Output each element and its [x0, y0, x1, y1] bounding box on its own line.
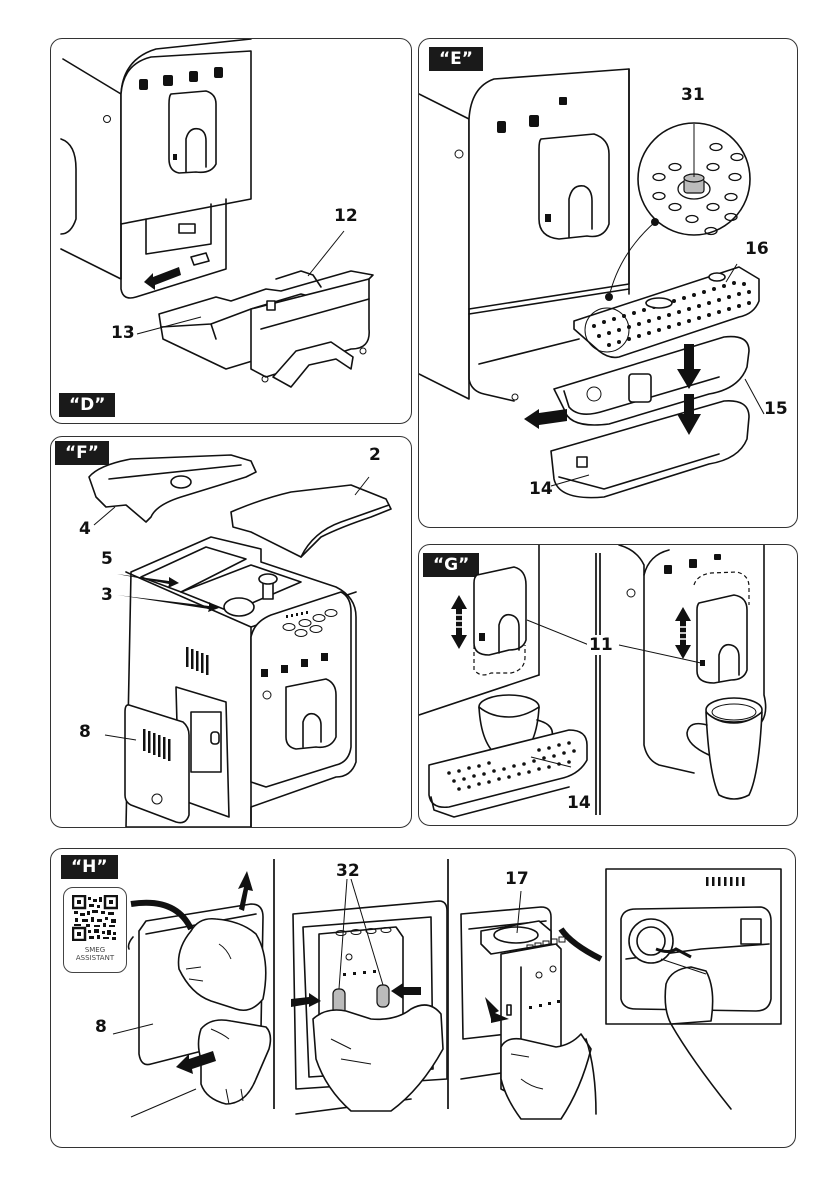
- callout-4: 4: [79, 519, 91, 539]
- qr-code-icon: [72, 895, 118, 941]
- callout-3: 3: [101, 585, 113, 605]
- illustration-drip-tray-exploded: [419, 68, 765, 499]
- panel-h: “H” SMEG ASSISTANT: [50, 848, 796, 1148]
- callout-32: 32: [336, 861, 360, 881]
- callout-8: 8: [79, 722, 91, 742]
- callout-2: 2: [369, 445, 381, 465]
- callout-16: 16: [745, 239, 769, 259]
- callout-14: 14: [567, 793, 591, 813]
- illustration-brew-unit-removal: [112, 868, 782, 1120]
- callout-14: 14: [529, 479, 553, 499]
- panel-label-d: “D”: [59, 393, 116, 417]
- qr-caption-line1: SMEG: [84, 946, 106, 954]
- panel-f: “F”: [50, 436, 412, 828]
- panel-label-e: “E”: [429, 47, 483, 71]
- qr-caption-line2: ASSISTANT: [75, 954, 115, 962]
- panel-h-divider-1: [273, 859, 275, 1109]
- qr-code-card[interactable]: SMEG ASSISTANT: [63, 887, 127, 973]
- callout-5: 5: [101, 549, 113, 569]
- callout-15: 15: [764, 399, 788, 419]
- panel-d: 12 13 “D”: [50, 38, 412, 424]
- callout-31: 31: [681, 85, 705, 105]
- illustration-drip-tray-insert: [60, 39, 374, 388]
- illustration-machine-covers: [88, 454, 392, 827]
- panel-label-f: “F”: [55, 441, 109, 465]
- panel-g: “G”: [418, 544, 798, 826]
- callout-17: 17: [505, 869, 529, 889]
- panel-g-divider-2: [599, 553, 601, 815]
- illustration-dispenser-height: [419, 545, 767, 818]
- panel-e: “E”: [418, 38, 798, 528]
- callout-12: 12: [334, 206, 358, 226]
- callout-11: 11: [587, 635, 615, 655]
- panel-g-divider: [595, 553, 597, 815]
- callout-8: 8: [95, 1017, 107, 1037]
- panel-label-g: “G”: [423, 553, 480, 577]
- panel-label-h: “H”: [61, 855, 118, 879]
- callout-13: 13: [111, 323, 135, 343]
